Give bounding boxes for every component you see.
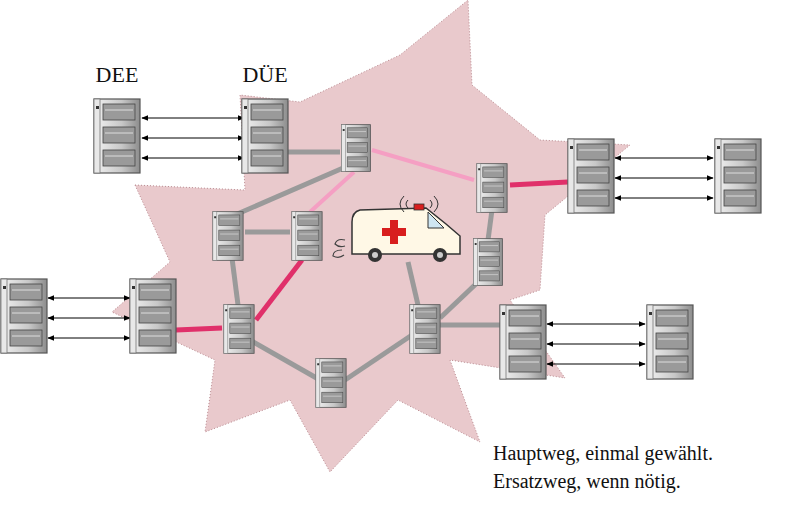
device-label: DEE xyxy=(96,62,139,88)
note-text: Hauptweg, einmal gewählt. xyxy=(493,442,713,465)
computers xyxy=(1,99,761,407)
network-region xyxy=(112,0,630,472)
device-label: DÜE xyxy=(242,62,287,88)
ambulance xyxy=(333,196,460,262)
substitute-route xyxy=(310,150,474,212)
interface-arrows xyxy=(48,118,713,364)
grey-links xyxy=(232,152,500,380)
note-text: Ersatzweg, wenn nötig. xyxy=(493,470,681,493)
